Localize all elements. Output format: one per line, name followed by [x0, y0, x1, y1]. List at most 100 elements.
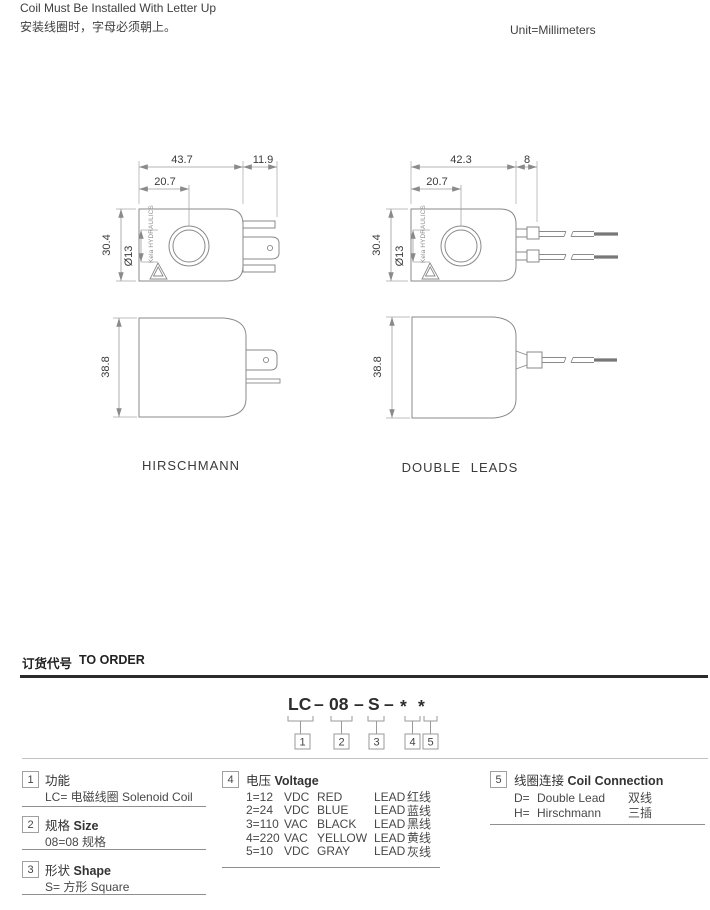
- hole-inner: [444, 229, 478, 263]
- voltage-cn: 蓝线: [407, 803, 432, 818]
- hole-ext-lines: [141, 229, 158, 263]
- voltage-color: BLACK: [317, 816, 357, 831]
- double-leads-side-view: 38.8: [372, 316, 617, 419]
- dim-hole-dia: Ø13: [123, 246, 135, 267]
- legend-title-2-cn: 规格: [45, 819, 71, 833]
- legend-title-5-en: Coil Connection: [567, 774, 664, 788]
- legend-underline-4: [222, 867, 440, 868]
- legend-underline-1: [22, 806, 206, 807]
- terminal-necks: [516, 228, 527, 261]
- legend-box-4: 4: [222, 771, 239, 788]
- legend-title-2-en: Size: [73, 819, 99, 833]
- legend-title-3-cn: 形状: [45, 864, 71, 878]
- legend-box-2: 2: [22, 816, 39, 833]
- connection-code: D=: [514, 790, 530, 805]
- dim-lead-exit: 8: [524, 154, 530, 166]
- voltage-unit: VDC: [284, 803, 310, 818]
- connector-pin-bottom: [242, 264, 276, 273]
- voltage-row: 1=12 VDC RED LEAD 红线: [246, 789, 431, 805]
- voltage-lead: LEAD: [374, 789, 406, 804]
- voltage-unit: VDC: [284, 844, 310, 859]
- connection-name: Double Lead: [537, 790, 606, 805]
- legend-title-3: 形状 Shape: [45, 860, 111, 879]
- label-hirschmann: HIRSCHMANN: [141, 458, 241, 473]
- connector-screw-hole: [266, 244, 274, 252]
- voltage-code: 5=10: [246, 844, 274, 859]
- code-dash-3: –: [384, 694, 394, 714]
- legend-title-2: 规格 Size: [45, 815, 99, 834]
- terminal-block-bottom: [526, 249, 540, 263]
- hirschmann-side-view: 38.8: [100, 317, 281, 418]
- position-box-2: [333, 733, 350, 750]
- code-brackets: [287, 716, 438, 734]
- voltage-unit: VDC: [284, 789, 310, 804]
- section-rule: [20, 675, 708, 678]
- legend-title-5-cn: 线圈连接: [514, 774, 565, 788]
- legend-underline-5: [490, 824, 705, 825]
- voltage-code: 2=24: [246, 803, 274, 818]
- voltage-color: YELLOW: [317, 830, 368, 845]
- lead-wire-top-insulation: [539, 231, 594, 237]
- brand-text: Kela HYDRAULICS: [420, 205, 427, 263]
- code-part-08: 08: [329, 694, 349, 714]
- code-star-2: *: [418, 696, 425, 716]
- code-star-1: *: [400, 696, 407, 716]
- connector-pin-top: [242, 220, 276, 229]
- legend-underline-3: [22, 894, 206, 895]
- dim-height: 30.4: [101, 234, 113, 255]
- legend-title-4-en: Voltage: [274, 774, 319, 788]
- voltage-code: 1=12: [246, 789, 274, 804]
- voltage-lead: LEAD: [374, 803, 406, 818]
- order-heading-cn: 订货代号: [22, 657, 73, 671]
- lead-wire-bottom-insulation: [539, 254, 594, 260]
- voltage-color: BLUE: [317, 803, 349, 818]
- code-part-lc: LC: [288, 694, 312, 714]
- connector-screw-hole: [262, 356, 270, 364]
- position-number-1: 1: [299, 737, 305, 749]
- position-number-2: 2: [338, 737, 344, 749]
- code-dash-2: –: [354, 694, 364, 714]
- voltage-code: 3=110: [246, 816, 279, 831]
- dim-offset: 20.7: [426, 176, 447, 188]
- position-number-4: 4: [409, 737, 415, 749]
- voltage-row: 2=24 VDC BLUE LEAD 蓝线: [246, 803, 432, 818]
- dim-height: 38.8: [372, 356, 384, 377]
- order-section-heading: 订货代号 TO ORDER: [22, 653, 145, 672]
- voltage-lead: LEAD: [374, 844, 406, 859]
- legend-title-3-en: Shape: [73, 864, 112, 878]
- extension-lines: [386, 161, 538, 282]
- legend-title-5: 线圈连接 Coil Connection: [514, 770, 663, 789]
- voltage-row: 3=110 VAC BLACK LEAD 黑线: [246, 816, 431, 832]
- connector-tab: [242, 236, 280, 260]
- connector-tab: [245, 349, 278, 371]
- voltage-color: RED: [317, 789, 343, 804]
- lead-wire-insulation: [542, 357, 594, 363]
- position-box-5: [422, 733, 439, 750]
- code-part-s: S: [368, 694, 380, 714]
- lead-neck: [515, 350, 528, 370]
- legend-title-1: 功能: [45, 770, 70, 789]
- dim-offset: 20.7: [154, 176, 175, 188]
- voltage-lead: LEAD: [374, 830, 406, 845]
- brand-triangle-logo: [149, 262, 168, 280]
- position-box-4: [404, 733, 421, 750]
- connection-row: D= Double Lead 双线: [514, 790, 653, 806]
- double-leads-top-view: Kela HYDRAULICS 42.3 8 20.7 30.4 Ø13: [371, 154, 618, 282]
- connection-code: H=: [514, 805, 530, 820]
- extension-lines: [113, 317, 137, 418]
- brand-triangle-logo: [421, 262, 440, 280]
- connection-cn: 双线: [628, 791, 653, 805]
- install-note-cn: 安装线圈时，字母必须朝上。: [20, 20, 177, 34]
- dim-height: 30.4: [371, 234, 383, 255]
- legend-separator: [22, 758, 708, 759]
- order-code-diagram: LC – 08 – S – * * 1 2 3 4 5: [287, 694, 439, 750]
- position-box-1: [294, 733, 311, 750]
- terminal-block-top: [526, 226, 540, 240]
- legend-box-5: 5: [490, 771, 507, 788]
- position-number-3: 3: [373, 737, 379, 749]
- dim-width: 43.7: [171, 154, 192, 166]
- code-dash-1: –: [314, 694, 324, 714]
- legend-desc-2: 08=08 规格: [45, 835, 107, 849]
